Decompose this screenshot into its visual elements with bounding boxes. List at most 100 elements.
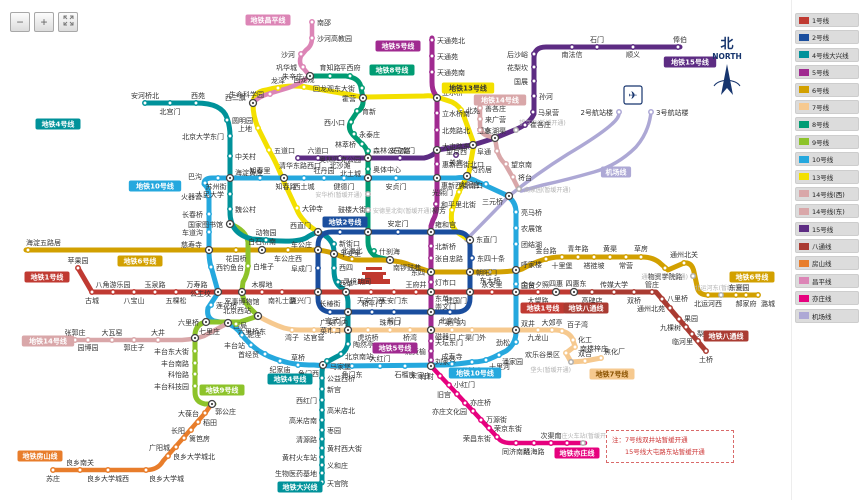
station-dot[interactable] bbox=[494, 434, 500, 440]
station-dot[interactable] bbox=[513, 440, 519, 446]
station-dot[interactable] bbox=[368, 289, 374, 295]
station-dot[interactable] bbox=[205, 193, 211, 199]
station-dot[interactable] bbox=[755, 292, 761, 298]
station-dot[interactable] bbox=[309, 19, 315, 25]
station-dot[interactable] bbox=[259, 289, 265, 295]
station-dot[interactable] bbox=[347, 73, 353, 79]
station-dot[interactable] bbox=[477, 127, 483, 133]
station-dot[interactable] bbox=[369, 309, 375, 315]
station-dot[interactable] bbox=[428, 338, 434, 344]
station-dot[interactable] bbox=[319, 454, 325, 460]
station-dot[interactable] bbox=[349, 363, 355, 369]
station-dot[interactable] bbox=[192, 371, 198, 377]
station-dot[interactable] bbox=[591, 254, 597, 260]
station-dot[interactable] bbox=[275, 85, 281, 91]
station-dot[interactable] bbox=[194, 289, 200, 295]
station-dot[interactable] bbox=[295, 362, 301, 368]
station-dot[interactable] bbox=[319, 427, 325, 433]
station-dot[interactable] bbox=[397, 155, 403, 161]
station-dot[interactable] bbox=[675, 44, 681, 50]
station-dot[interactable] bbox=[510, 174, 516, 180]
station-dot[interactable] bbox=[718, 292, 724, 298]
station-dot[interactable] bbox=[503, 161, 509, 167]
station-dot[interactable] bbox=[77, 467, 83, 473]
station-dot[interactable] bbox=[429, 53, 435, 59]
station-dot[interactable] bbox=[743, 292, 749, 298]
station-dot[interactable] bbox=[462, 400, 468, 406]
station-dot[interactable] bbox=[447, 309, 453, 315]
station-dot[interactable] bbox=[233, 321, 239, 327]
station-dot[interactable] bbox=[192, 348, 198, 354]
station-dot[interactable] bbox=[359, 85, 365, 91]
station-dot[interactable] bbox=[569, 44, 575, 50]
station-dot[interactable] bbox=[428, 357, 434, 363]
station-dot[interactable] bbox=[648, 109, 654, 115]
fit-view-button[interactable] bbox=[58, 12, 78, 32]
station-dot[interactable] bbox=[395, 229, 401, 235]
station-dot[interactable] bbox=[695, 338, 701, 344]
station-dot[interactable] bbox=[630, 44, 636, 50]
station-dot[interactable] bbox=[548, 440, 554, 446]
station-dot[interactable] bbox=[516, 186, 522, 192]
station-dot[interactable] bbox=[667, 305, 673, 311]
station-dot[interactable] bbox=[535, 289, 541, 295]
station-dot[interactable] bbox=[309, 35, 315, 41]
station-dot[interactable] bbox=[319, 375, 325, 381]
station-dot[interactable] bbox=[662, 265, 668, 271]
station-dot[interactable] bbox=[277, 358, 283, 364]
station-dot[interactable] bbox=[456, 189, 462, 195]
station-dot[interactable] bbox=[359, 141, 365, 147]
station-dot[interactable] bbox=[676, 316, 682, 322]
station-dot[interactable] bbox=[295, 155, 301, 161]
station-dot[interactable] bbox=[486, 425, 492, 431]
station-dot[interactable] bbox=[301, 175, 307, 181]
station-dot[interactable] bbox=[331, 327, 337, 333]
station-dot[interactable] bbox=[167, 100, 173, 106]
station-dot[interactable] bbox=[348, 119, 354, 125]
station-dot[interactable] bbox=[477, 105, 483, 111]
station-dot[interactable] bbox=[266, 147, 272, 153]
station-dot[interactable] bbox=[50, 467, 56, 473]
station-dot[interactable] bbox=[513, 225, 519, 231]
station-dot[interactable] bbox=[192, 360, 198, 366]
station-dot[interactable] bbox=[607, 254, 613, 260]
station-dot[interactable] bbox=[105, 467, 111, 473]
station-dot[interactable] bbox=[530, 109, 536, 115]
station-dot[interactable] bbox=[659, 296, 665, 302]
station-dot[interactable] bbox=[477, 116, 483, 122]
station-dot[interactable] bbox=[131, 337, 137, 343]
station-dot[interactable] bbox=[279, 289, 285, 295]
station-dot[interactable] bbox=[345, 341, 351, 347]
station-dot[interactable] bbox=[188, 427, 194, 433]
station-dot[interactable] bbox=[513, 209, 519, 215]
station-dot[interactable] bbox=[75, 265, 81, 271]
station-dot[interactable] bbox=[202, 410, 208, 416]
station-dot[interactable] bbox=[319, 462, 325, 468]
station-dot[interactable] bbox=[575, 254, 581, 260]
station-dot[interactable] bbox=[449, 207, 455, 213]
station-dot[interactable] bbox=[263, 237, 269, 243]
station-dot[interactable] bbox=[255, 125, 261, 131]
station-dot[interactable] bbox=[598, 355, 604, 361]
station-dot[interactable] bbox=[319, 386, 325, 392]
station-dot[interactable] bbox=[354, 108, 360, 114]
station-dot[interactable] bbox=[483, 357, 489, 363]
station-dot[interactable] bbox=[289, 327, 295, 333]
station-dot[interactable] bbox=[337, 229, 343, 235]
station-dot[interactable] bbox=[173, 289, 179, 295]
station-dot[interactable] bbox=[564, 440, 570, 446]
station-dot[interactable] bbox=[690, 273, 696, 279]
station-dot[interactable] bbox=[458, 107, 464, 113]
station-dot[interactable] bbox=[248, 342, 254, 348]
station-dot[interactable] bbox=[513, 241, 519, 247]
station-dot[interactable] bbox=[469, 327, 475, 333]
station-dot[interactable] bbox=[319, 417, 325, 423]
station-dot[interactable] bbox=[338, 351, 344, 357]
station-dot[interactable] bbox=[483, 181, 489, 187]
station-dot[interactable] bbox=[549, 327, 555, 333]
station-dot[interactable] bbox=[572, 344, 578, 350]
station-dot[interactable] bbox=[319, 407, 325, 413]
station-dot[interactable] bbox=[446, 382, 452, 388]
station-dot[interactable] bbox=[563, 350, 569, 356]
station-dot[interactable] bbox=[683, 324, 689, 330]
